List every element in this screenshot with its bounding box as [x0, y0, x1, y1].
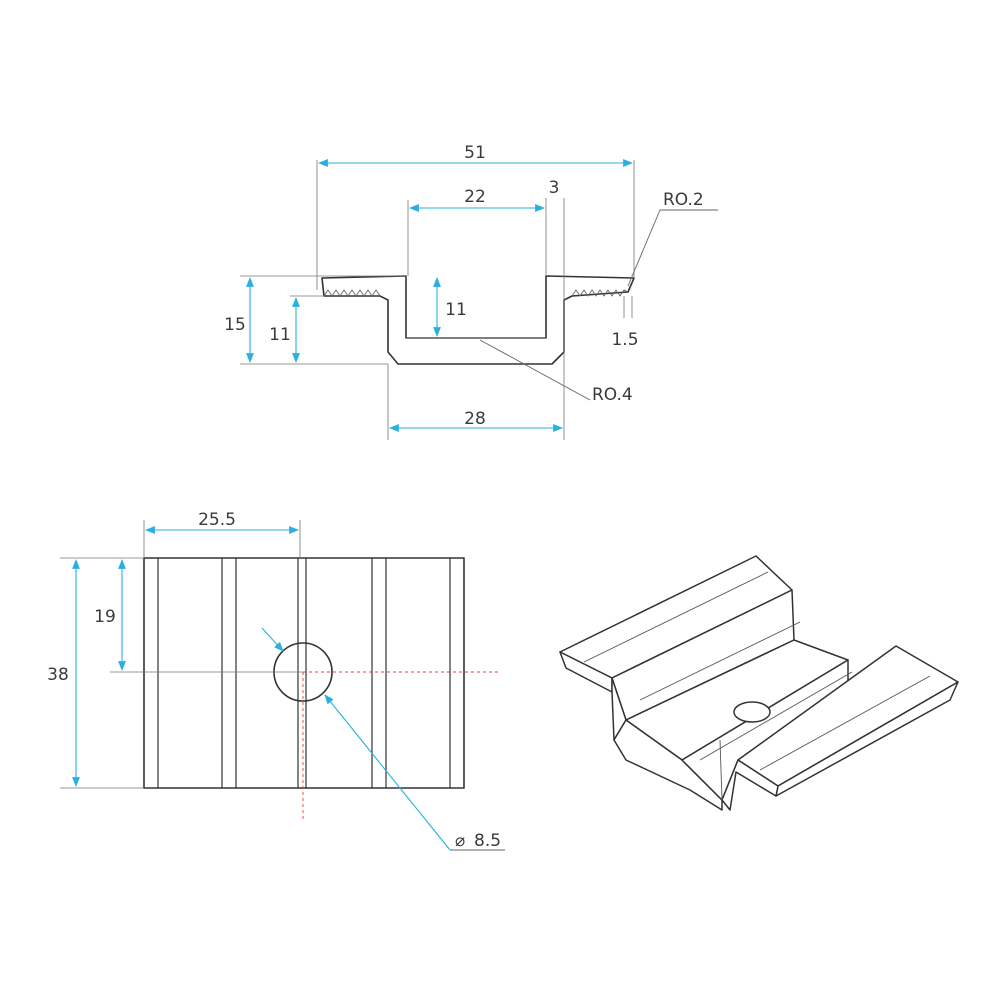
dim-arrow-hole-lower: [324, 694, 451, 851]
dim-arrow-hole-upper: [261, 627, 284, 652]
label-38: 38: [47, 665, 69, 685]
plan-view: 25.5 19 38 ⌀ 8.5: [47, 510, 505, 851]
label-11-wing: 11: [269, 325, 291, 345]
serrations-left: [323, 289, 381, 297]
mid-clamp-3d-icon: [559, 555, 959, 811]
label-15: 15: [224, 315, 246, 335]
label-8-5: 8.5: [474, 831, 501, 851]
leader-r02: [627, 209, 661, 287]
label-r04: RO.4: [592, 385, 633, 405]
profile-view: 51 22 3 RO.2 15 11 11 1.5 RO.4 28: [224, 143, 718, 440]
label-25-5: 25.5: [198, 510, 236, 530]
plan-outline: [143, 557, 465, 789]
label-19: 19: [94, 607, 116, 627]
label-22: 22: [464, 187, 486, 207]
leader-r04: [479, 339, 591, 401]
label-3: 3: [549, 178, 560, 198]
profile-outline: [321, 275, 635, 365]
diameter-symbol: ⌀: [455, 831, 465, 851]
label-51: 51: [464, 143, 486, 163]
label-r02: RO.2: [663, 190, 704, 210]
serrations-right: [571, 289, 629, 297]
label-28: 28: [464, 409, 486, 429]
label-11-channel: 11: [445, 300, 467, 320]
label-1-5: 1.5: [611, 330, 638, 350]
profile-extension-lines: [240, 160, 635, 440]
plan-groove-lines: [157, 558, 451, 788]
